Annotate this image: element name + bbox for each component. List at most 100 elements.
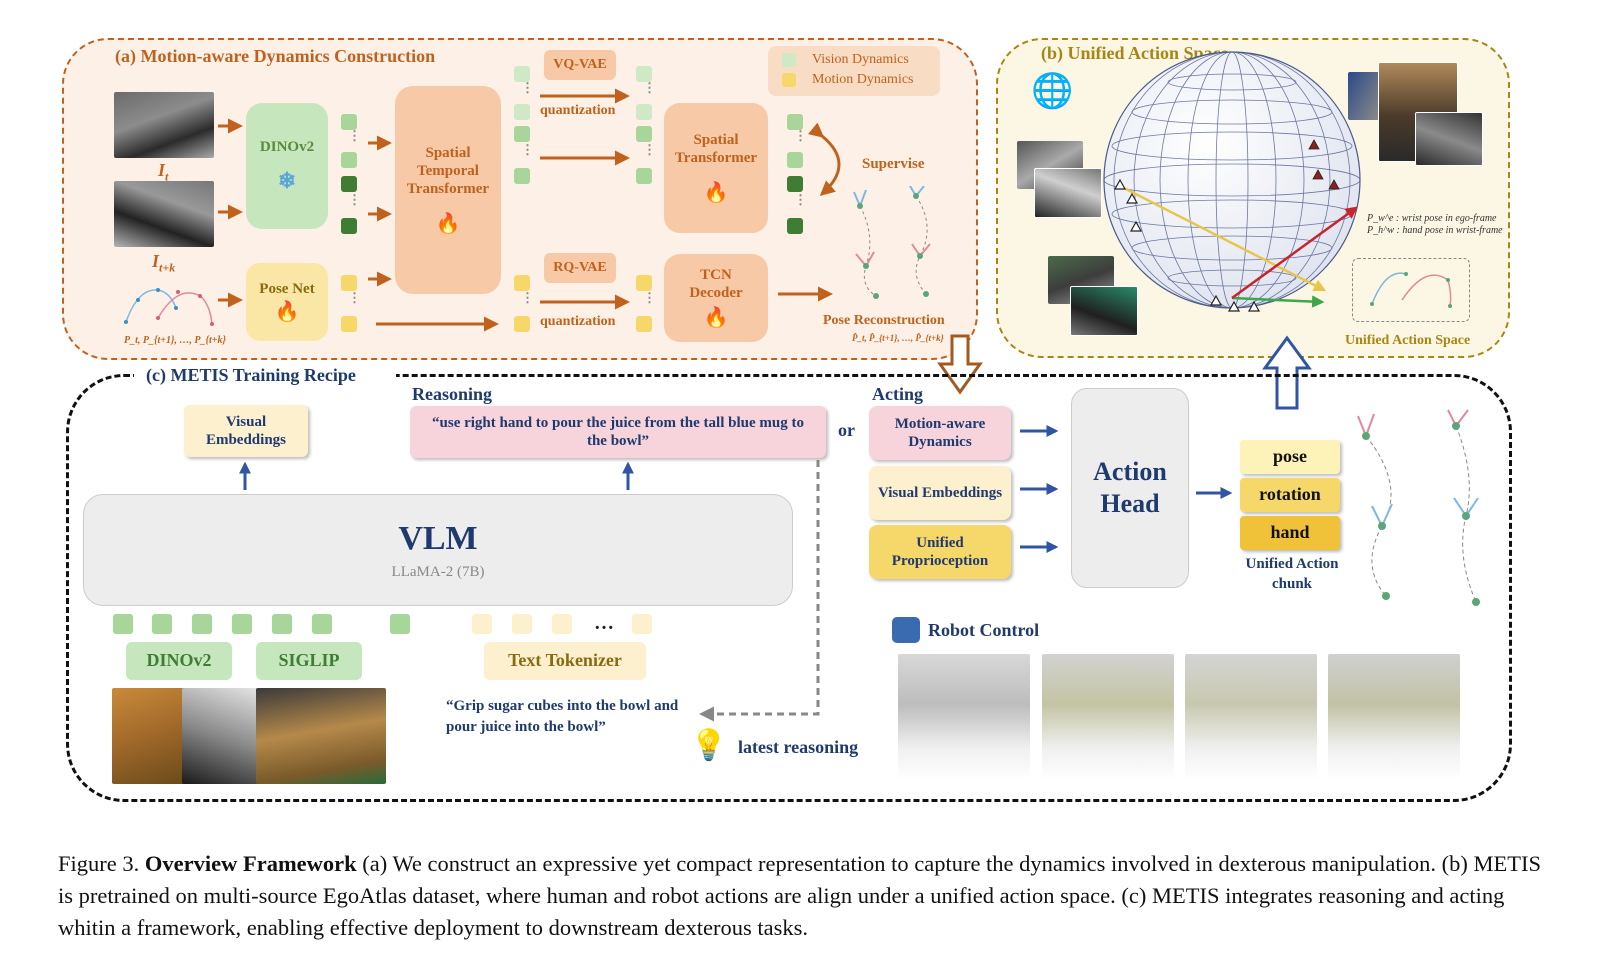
input-token (272, 614, 292, 634)
motion-token (636, 316, 652, 332)
unified-hand-box (1352, 258, 1470, 322)
motion-token (636, 275, 652, 291)
acting-unified-proprioception: Unified Proprioception (869, 525, 1011, 579)
hand-pose-note: P_h^w : hand pose in wrist-frame (1367, 225, 1503, 236)
input-token (152, 614, 172, 634)
action-chunk-hands (1357, 409, 1480, 606)
rq-vae-label: RQ-VAE (544, 253, 616, 283)
vision-token (636, 104, 652, 120)
vision-token (787, 114, 803, 130)
fire-icon: 🔥 (435, 213, 461, 235)
frame-label-tk: It+k (152, 251, 176, 275)
robot-icon (892, 617, 920, 643)
caption-prefix: Figure 3. (58, 851, 140, 876)
vision-token (514, 126, 530, 142)
token-ellipsis: … (594, 612, 614, 634)
action-chunk-label: Unified Action chunk (1245, 556, 1339, 592)
vision-token (636, 126, 652, 142)
motion-token (341, 275, 357, 291)
text-token (512, 614, 532, 634)
spatial-temporal-transformer: Spatial Temporal Transformer 🔥 (395, 86, 501, 294)
robot-photo-2 (1070, 286, 1138, 336)
input-token (232, 614, 252, 634)
dinov2-encoder-c: DINOv2 (126, 642, 232, 680)
panel-a-title: (a) Motion-aware Dynamics Construction (115, 46, 436, 66)
fire-icon: 🔥 (274, 301, 300, 323)
panel-b-title: (b) Unified Action Space (1041, 43, 1229, 63)
pose-sequence-label: P_t, P_{t+1}, …, P_{t+k} (124, 335, 226, 346)
robot-control-label: Robot Control (928, 620, 1040, 640)
pose-net-encoder: Pose Net 🔥 (246, 263, 328, 341)
instruction-text: “Grip sugar cubes into the bowl and pour… (446, 698, 679, 735)
siglip-encoder: SIGLIP (256, 642, 362, 680)
legend-vision-label: Vision Dynamics (812, 52, 909, 67)
robot-control-frame-2 (1042, 654, 1174, 780)
unified-action-space-label: Unified Action Space (1345, 333, 1471, 348)
acting-visual-embeddings: Visual Embeddings (869, 466, 1011, 520)
reasoning-output: “use right hand to pour the juice from t… (410, 406, 826, 458)
frame-photo-t (114, 92, 214, 158)
input-token (192, 614, 212, 634)
vq-vae-label: VQ-VAE (544, 50, 616, 80)
quantization-bottom-label: quantization (540, 314, 616, 329)
task-photo-1 (112, 688, 186, 784)
fire-icon: 🔥 (703, 307, 729, 329)
visual-embeddings-output: Visual Embeddings (184, 405, 308, 457)
caption-bold: Overview Framework (144, 851, 357, 876)
ego-photo-side (1415, 112, 1483, 166)
legend-motion-swatch (782, 73, 796, 87)
input-token (390, 614, 410, 634)
text-token (552, 614, 572, 634)
wrist-pose-note: P_w^e : wrist pose in ego-frame (1367, 213, 1497, 224)
input-token (312, 614, 332, 634)
snowflake-icon: ❄ (277, 167, 297, 193)
reasoning-label: Reasoning (412, 384, 493, 404)
panel-connector-arrows (937, 334, 1312, 410)
robot-control-frame-4 (1328, 654, 1460, 780)
vision-token (787, 152, 803, 168)
dinov2-encoder: DINOv2 ❄ (246, 103, 328, 229)
motion-token (341, 316, 357, 332)
vision-token (787, 176, 803, 192)
pose-reconstruction-label: Pose Reconstruction (823, 313, 945, 328)
panel-c-title: (c) METIS Training Recipe (146, 365, 356, 385)
output-rotation: rotation (1240, 478, 1340, 512)
vlm-subtitle: LLaMA-2 (7B) (391, 564, 485, 581)
task-photo-2 (182, 688, 260, 784)
frame-photo-tk (114, 181, 214, 247)
action-head: Action Head (1071, 388, 1189, 588)
tcn-decoder: TCN Decoder 🔥 (664, 254, 768, 342)
output-hand: hand (1240, 516, 1340, 550)
fire-icon: 🔥 (703, 182, 729, 204)
vision-token (514, 104, 530, 120)
task-photo-3 (256, 688, 386, 784)
panel-training-recipe (66, 374, 1512, 802)
pose-sequence-sketch (124, 288, 214, 326)
supervise-label: Supervise (862, 156, 925, 172)
latest-reasoning-label: latest reasoning (738, 737, 859, 757)
motion-token (514, 316, 530, 332)
robot-control-frame-3 (1185, 654, 1317, 780)
vlm-block: VLM LLaMA-2 (7B) (83, 494, 793, 606)
panel-c-title-mask (134, 366, 396, 386)
legend-motion-label: Motion Dynamics (812, 72, 914, 87)
lightbulb-icon: 💡 (690, 729, 728, 762)
motion-token (514, 275, 530, 291)
panel-c-arrows (239, 425, 1233, 722)
spatial-transformer: Spatial Transformer 🔥 (664, 103, 768, 233)
unified-hand-sketch (1370, 272, 1452, 308)
vision-token (341, 152, 357, 168)
caption-text: (a) We construct an expressive yet compa… (58, 851, 1541, 940)
vision-token (636, 168, 652, 184)
output-pose: pose (1240, 440, 1340, 474)
vision-token (514, 66, 530, 82)
quantization-top-label: quantization (540, 103, 616, 118)
vlm-title: VLM (398, 519, 478, 557)
vision-token (341, 114, 357, 130)
unified-sphere (1103, 51, 1361, 312)
panel-a-arrows (218, 88, 841, 332)
robot-control-frame-1 (898, 654, 1030, 780)
legend-box (768, 46, 940, 96)
vision-token (787, 218, 803, 234)
text-token (472, 614, 492, 634)
